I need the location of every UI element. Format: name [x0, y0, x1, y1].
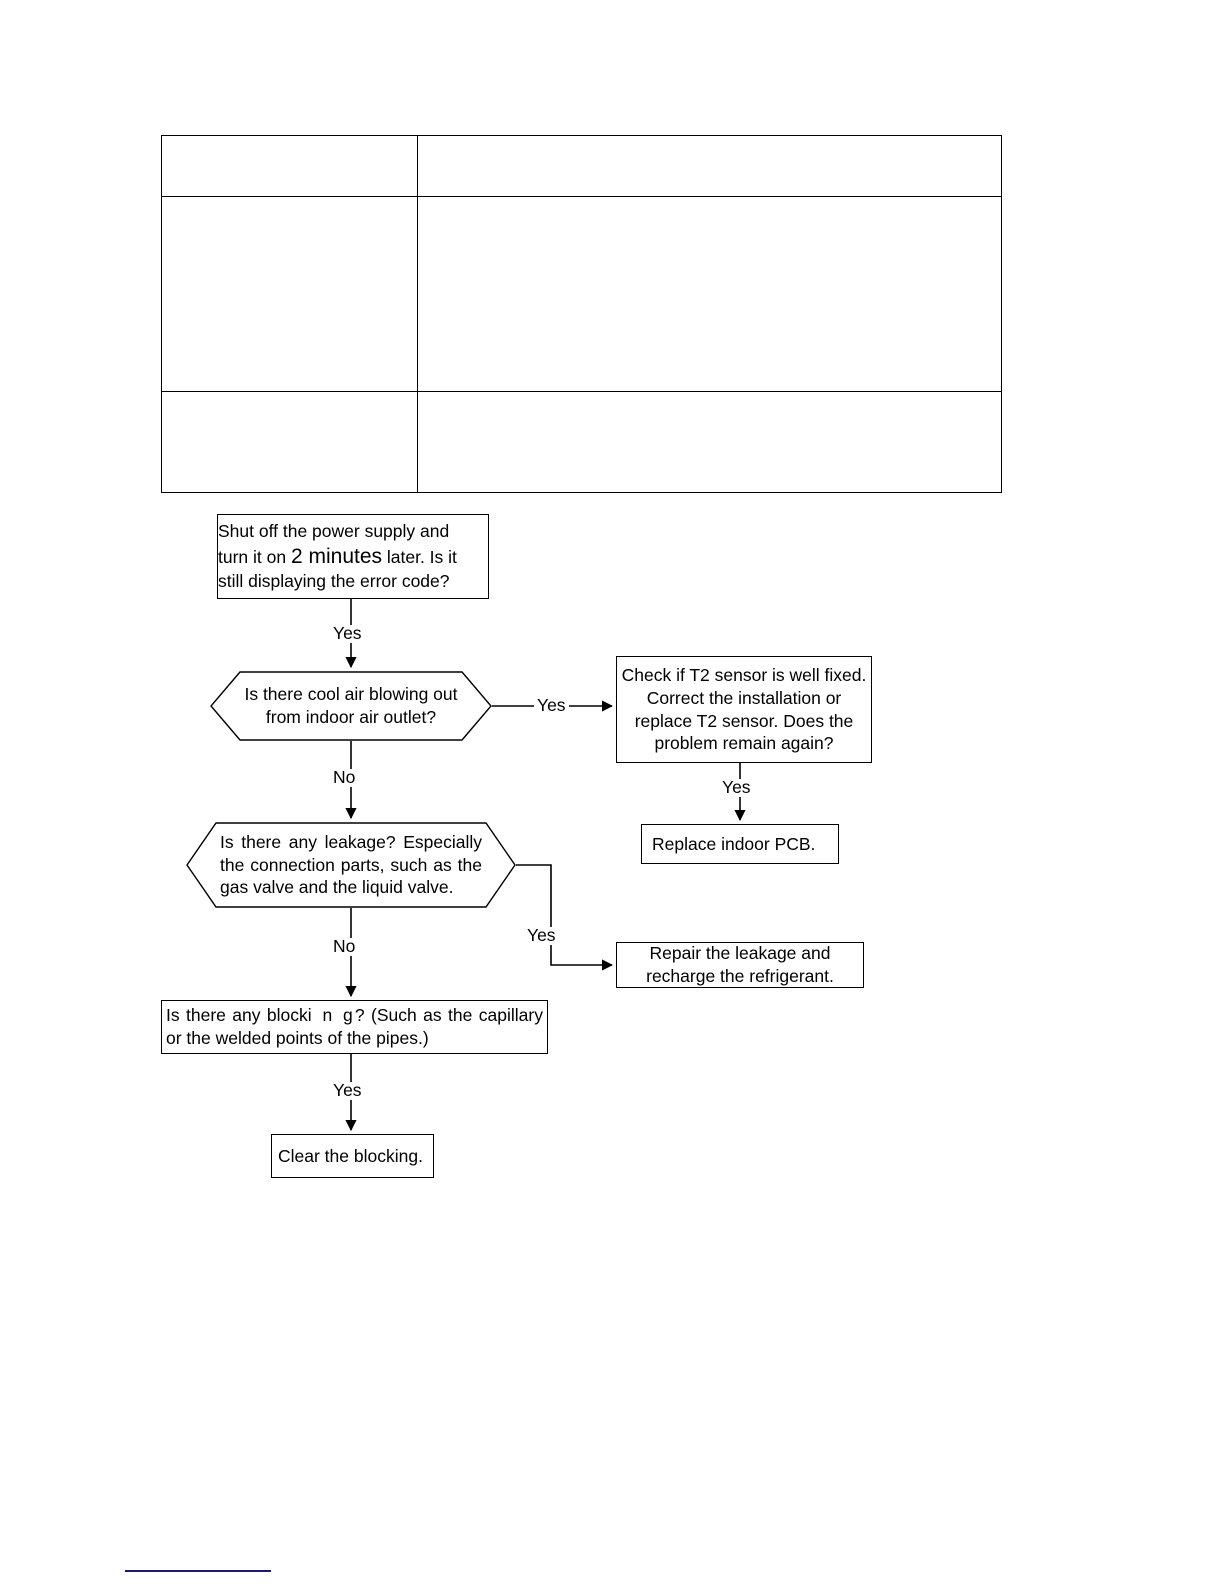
table-cell-label-1	[161, 196, 418, 392]
node-shut-off-power[interactable]: Shut off the power supply and turn it on…	[217, 514, 489, 599]
hexagon-outline-leakage	[186, 822, 516, 908]
blocking-text-spaced: i n g	[307, 1005, 355, 1026]
footnote-separator-rule	[125, 1570, 271, 1572]
power-line-2-pre: turn it on	[218, 546, 291, 567]
table-row	[161, 391, 1002, 493]
node-replace-indoor-pcb[interactable]: Replace indoor PCB.	[641, 824, 839, 864]
node-check-t2-sensor-text: Check if T2 sensor is well fixed. Correc…	[621, 665, 867, 754]
node-check-t2-sensor[interactable]: Check if T2 sensor is well fixed. Correc…	[616, 656, 872, 763]
node-repair-leakage-text: Repair the leakage and recharge the refr…	[646, 943, 834, 986]
power-line-2-post: later. Is it	[382, 546, 457, 567]
table-cell-value-2	[417, 391, 1002, 493]
blocking-text-part-2: ? (Such as the	[354, 1005, 473, 1026]
edge-label-t2-to-pcb: Yes	[719, 778, 754, 797]
node-shut-off-power-text: Shut off the power supply and turn it on…	[218, 520, 488, 593]
node-clear-blocking[interactable]: Clear the blocking.	[271, 1134, 434, 1178]
edge-label-blocking-to-clear: Yes	[330, 1081, 365, 1100]
node-blocking-question[interactable]: Is there any blocki n g? (Such as the ca…	[161, 1000, 548, 1054]
node-leakage-text: Is there any leakage? Especially the con…	[220, 831, 482, 898]
power-line-2-emphasis: 2 minutes	[290, 544, 383, 568]
node-replace-indoor-pcb-text: Replace indoor PCB.	[652, 833, 816, 854]
edge-label-power-to-coolair: Yes	[330, 624, 365, 643]
table-cell-label-0	[161, 135, 418, 197]
node-leakage-question[interactable]: Is there any leakage? Especially the con…	[186, 822, 516, 908]
edge-label-leakage-to-blocking: No	[330, 937, 359, 956]
edge-label-coolair-to-t2: Yes	[534, 696, 569, 715]
hexagon-outline-cool-air	[210, 671, 492, 741]
node-cool-air-text: Is there cool air blowing out from indoo…	[244, 684, 458, 727]
node-blocking-text: Is there any blocki n g? (Such as the ca…	[162, 1004, 547, 1050]
blocking-text-part-1: Is there any block	[166, 1005, 308, 1026]
node-clear-blocking-text: Clear the blocking.	[278, 1145, 423, 1166]
node-repair-leakage[interactable]: Repair the leakage and recharge the refr…	[616, 942, 864, 988]
node-cool-air-question[interactable]: Is there cool air blowing out from indoo…	[210, 671, 492, 741]
power-line-3: still displaying the error code?	[218, 571, 450, 592]
power-line-1: Shut off the power supply and	[218, 521, 450, 542]
blocking-text-line-2: capillary or the welded points of the pi…	[166, 1005, 543, 1048]
table-cell-label-2	[161, 391, 418, 493]
edge-label-leakage-to-repair: Yes	[524, 926, 559, 945]
spec-table	[161, 135, 1002, 493]
edge-label-coolair-to-leakage: No	[330, 768, 359, 787]
